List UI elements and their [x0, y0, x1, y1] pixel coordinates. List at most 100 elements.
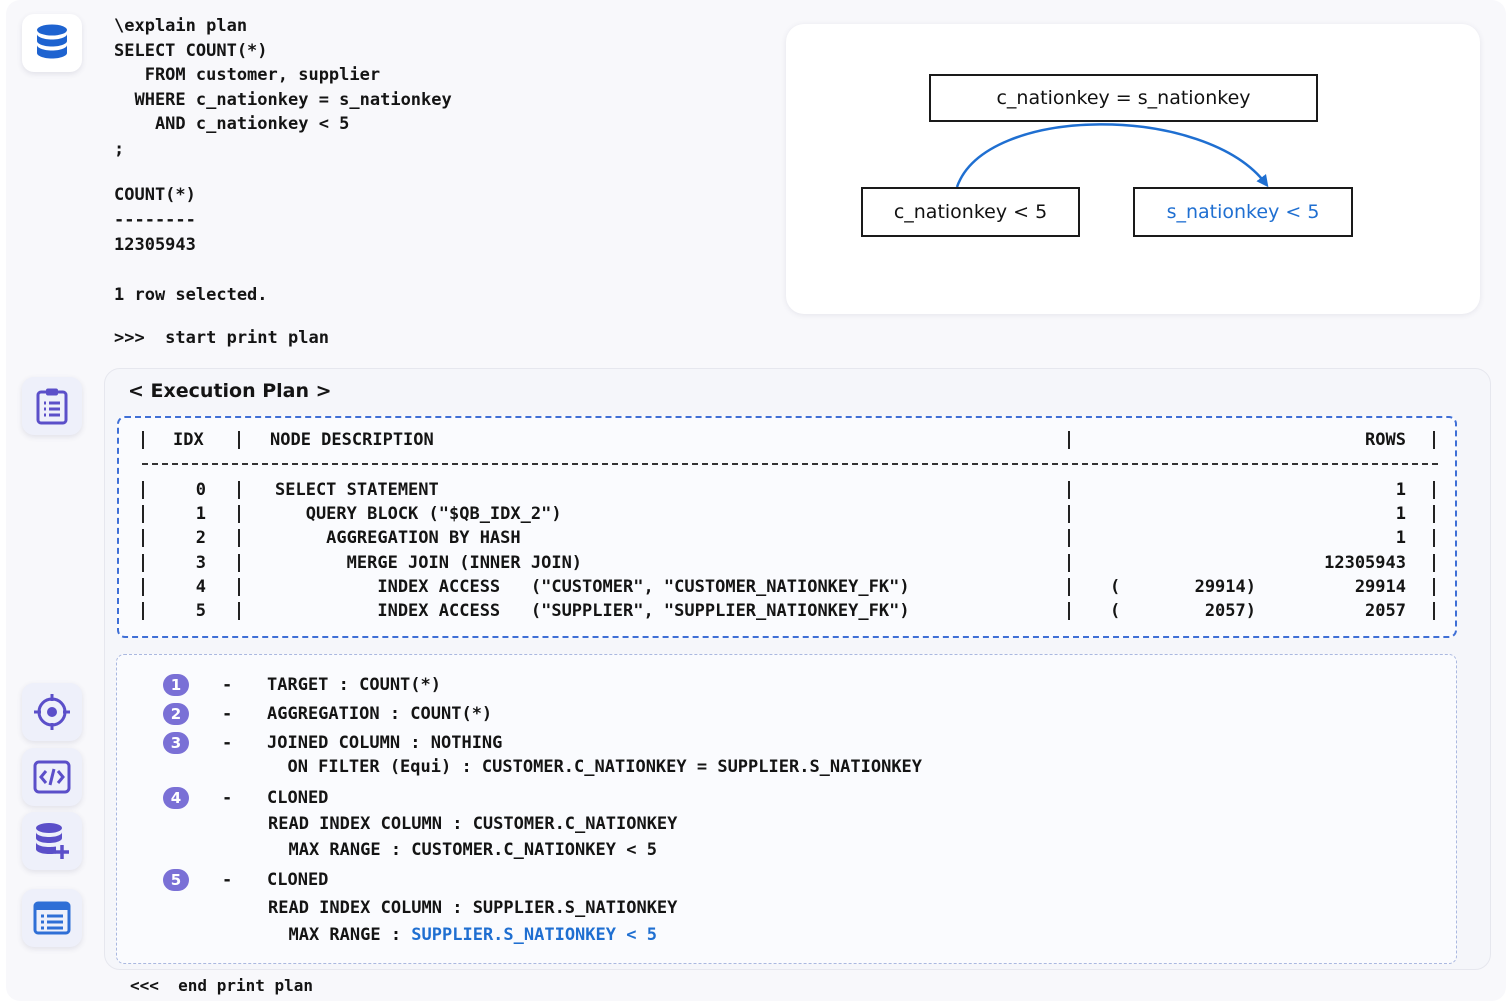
- result-divider: --------: [114, 210, 196, 230]
- plan-title: < Execution Plan >: [128, 380, 332, 402]
- row-node-description: SELECT STATEMENT: [275, 480, 439, 500]
- note-line: MAX RANGE : SUPPLIER.S_NATIONKEY < 5: [268, 925, 657, 945]
- node-customer-filter: c_nationkey < 5: [861, 187, 1080, 237]
- column-separator: [1433, 553, 1435, 572]
- note-number-badge: 3: [163, 732, 189, 754]
- row-node-description: INDEX ACCESS ("CUSTOMER", "CUSTOMER_NATI…: [275, 576, 910, 597]
- column-separator: [142, 505, 144, 524]
- row-idx: 5: [195, 601, 206, 621]
- column-separator: [238, 529, 240, 548]
- node-supplier-filter: s_nationkey < 5: [1133, 187, 1353, 237]
- column-separator: [1433, 505, 1435, 524]
- diagram-arrow: [955, 123, 1269, 188]
- row-node-description: MERGE JOIN (INNER JOIN): [275, 552, 583, 573]
- note-line: JOINED COLUMN : NOTHING: [267, 733, 503, 753]
- column-separator: [142, 431, 144, 449]
- note-line-prefix: MAX RANGE :: [268, 925, 412, 945]
- row-estimate: 29914): [1194, 576, 1256, 597]
- row-node-description: AGGREGATION BY HASH: [275, 528, 521, 549]
- result-value: 12305943: [114, 235, 196, 255]
- note-number-badge: 4: [163, 787, 189, 809]
- result-header: COUNT(*): [114, 185, 196, 205]
- column-separator: [1068, 553, 1070, 572]
- header-node-description: NODE DESCRIPTION: [270, 430, 434, 450]
- note-line: CLONED: [267, 788, 329, 808]
- row-idx: 4: [195, 576, 206, 597]
- header-idx: IDX: [173, 430, 204, 450]
- column-separator: [238, 505, 240, 524]
- note-line: ON FILTER (Equi) : CUSTOMER.C_NATIONKEY …: [267, 757, 923, 777]
- column-separator: [142, 602, 144, 620]
- note-line: AGGREGATION : COUNT(*): [267, 704, 493, 724]
- row-estimate-open: (: [1110, 576, 1121, 597]
- column-separator: [238, 553, 240, 572]
- column-separator: [1068, 481, 1070, 499]
- column-separator: [238, 602, 240, 620]
- row-count: 1: [1395, 480, 1406, 500]
- note-dash: -: [222, 675, 233, 695]
- query-line: FROM customer, supplier: [114, 65, 381, 86]
- note-line-highlight: SUPPLIER.S_NATIONKEY < 5: [411, 925, 657, 945]
- note-dash: -: [222, 704, 233, 724]
- column-separator: [1068, 431, 1070, 449]
- row-count: 1: [1395, 504, 1406, 525]
- column-separator: [142, 553, 144, 572]
- column-separator: [238, 577, 240, 596]
- row-node-description: QUERY BLOCK ("$QB_IDX_2"): [275, 504, 562, 525]
- note-line: READ INDEX COLUMN : SUPPLIER.S_NATIONKEY: [268, 898, 678, 918]
- header-rows: ROWS: [1365, 430, 1406, 450]
- row-count: 1: [1395, 528, 1406, 549]
- row-idx: 2: [195, 528, 206, 549]
- column-separator: [1433, 481, 1435, 499]
- row-idx: 1: [195, 504, 206, 525]
- database-icon[interactable]: [22, 14, 82, 72]
- row-count: 12305943: [1324, 552, 1406, 573]
- row-estimate-open: (: [1110, 601, 1121, 621]
- column-separator: [142, 577, 144, 596]
- column-separator: [1068, 529, 1070, 548]
- plan-notes: [116, 654, 1457, 964]
- database-add-icon[interactable]: [22, 812, 82, 870]
- table-icon[interactable]: [22, 889, 82, 947]
- note-line: TARGET : COUNT(*): [267, 675, 441, 695]
- row-count: 2057: [1365, 601, 1406, 621]
- row-count: 29914: [1354, 576, 1406, 597]
- rows-selected: 1 row selected.: [114, 285, 268, 305]
- query-line: SELECT COUNT(*): [114, 40, 268, 61]
- column-separator: [1068, 602, 1070, 620]
- row-estimate: 2057): [1204, 601, 1256, 621]
- note-number-badge: 2: [163, 703, 189, 725]
- note-line: CLONED: [267, 870, 329, 890]
- column-separator: [1433, 577, 1435, 596]
- note-number-badge: 1: [163, 674, 189, 696]
- start-marker: >>> start print plan: [114, 328, 329, 348]
- query-line: ;: [114, 138, 125, 159]
- code-icon[interactable]: [22, 748, 82, 806]
- query-line: AND c_nationkey < 5: [114, 114, 350, 135]
- column-separator: [1433, 602, 1435, 620]
- node-join-predicate: c_nationkey = s_nationkey: [929, 74, 1318, 122]
- column-separator: [1068, 577, 1070, 596]
- query-line: \explain plan: [114, 16, 248, 36]
- column-separator: [1433, 431, 1435, 449]
- note-dash: -: [222, 733, 233, 753]
- row-idx: 3: [195, 552, 206, 573]
- note-dash: -: [222, 870, 233, 890]
- target-icon[interactable]: [22, 683, 82, 741]
- column-separator: [1068, 505, 1070, 524]
- column-separator: [238, 481, 240, 499]
- predicate-diagram: [786, 24, 1480, 314]
- header-divider: [142, 463, 1438, 465]
- row-idx: 0: [195, 480, 206, 500]
- note-number-badge: 5: [163, 869, 189, 891]
- end-marker: <<< end print plan: [130, 976, 314, 995]
- column-separator: [142, 481, 144, 499]
- note-dash: -: [222, 788, 233, 808]
- plan-table: [117, 416, 1457, 638]
- clipboard-icon[interactable]: [22, 377, 82, 435]
- row-node-description: INDEX ACCESS ("SUPPLIER", "SUPPLIER_NATI…: [275, 601, 910, 621]
- note-line: MAX RANGE : CUSTOMER.C_NATIONKEY < 5: [268, 840, 657, 860]
- column-separator: [142, 529, 144, 548]
- column-separator: [1433, 529, 1435, 548]
